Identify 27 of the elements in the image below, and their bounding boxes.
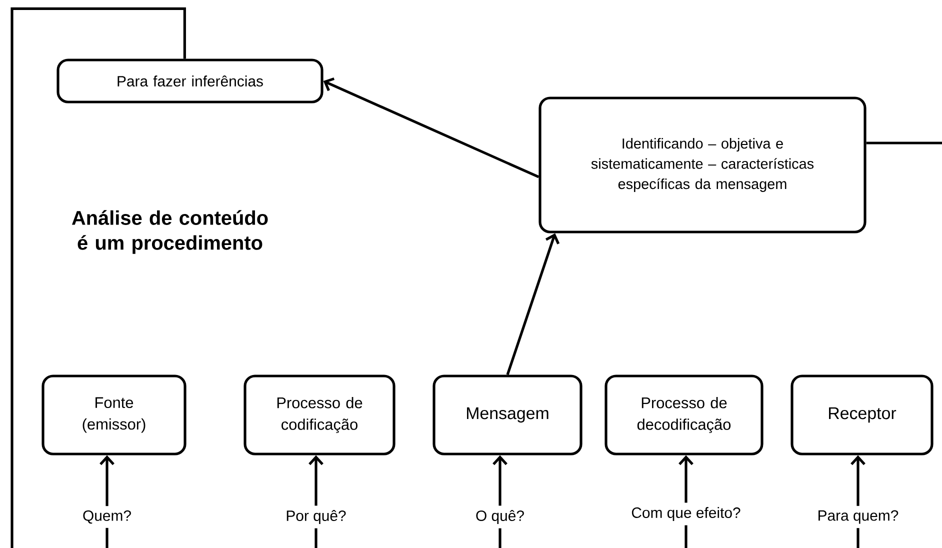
arrow (506, 233, 560, 376)
process-box: Processo de decodificação (604, 374, 764, 456)
process-box: Processo de codificação (244, 374, 396, 456)
process-box: Identificando – objetiva e sistematicamente – características específicas da mensagem (538, 96, 866, 234)
connector-line (498, 528, 502, 548)
connector-line (10, 7, 186, 548)
question-text: Quem? (83, 510, 131, 524)
question-text: O quê? (476, 510, 524, 524)
connector-line (684, 525, 688, 548)
heading: Análise de conteúdo é um procedimento (72, 210, 268, 254)
arrow (850, 455, 866, 506)
process-box: Mensagem (432, 374, 582, 456)
connector-line (866, 142, 942, 144)
arrow (492, 455, 508, 506)
arrow (308, 455, 324, 506)
question-text: Por quê? (286, 510, 346, 524)
question-text: Para quem? (818, 510, 898, 524)
arrow (100, 455, 114, 506)
question-text: Com que efeito? (632, 507, 740, 521)
process-box: Receptor (790, 374, 934, 456)
connector-line (856, 528, 860, 548)
connector-line (106, 528, 108, 548)
connector-line (314, 528, 318, 548)
arrow (323, 77, 540, 178)
process-box: Para fazer inferências (56, 58, 324, 104)
arrow (678, 455, 694, 503)
process-box: Fonte (emissor) (42, 374, 186, 456)
